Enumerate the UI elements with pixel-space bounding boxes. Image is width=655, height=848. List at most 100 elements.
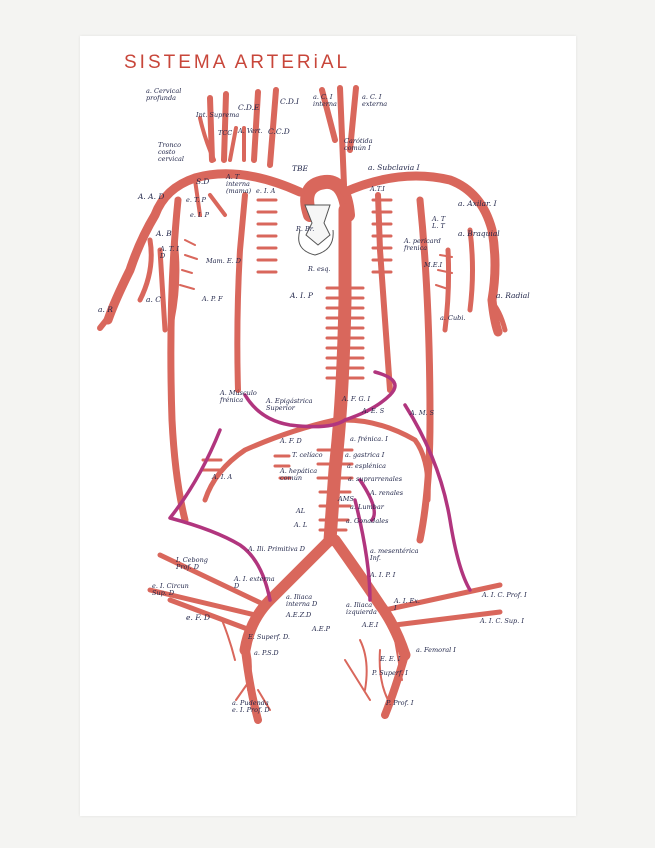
label-a-cervical-profunda: a. Cervical profunda [146, 87, 182, 102]
left-upper-branches [193, 178, 227, 217]
label-carotida-comun: Carótida común I [344, 137, 373, 152]
label-a-i-externa-d: A. I. externa D [234, 575, 275, 590]
diagram-title: SISTEMA ARTERiAL [124, 52, 351, 73]
label-a-iliaca-izquierda: a. Iliaca izquierda [346, 601, 377, 616]
label-afd: A. F. D [280, 437, 302, 445]
label-aezd: A.E.Z.D [286, 611, 312, 619]
label-a-mesenterica-inf: a. mesentérica Inf. [370, 547, 419, 562]
label-r-esq: R. esq. [308, 265, 331, 273]
right-leg-fine-branches [344, 639, 403, 701]
label-a-iliaca-interna-d: a. Iliaca interna D [286, 593, 318, 608]
heart-outline [298, 229, 334, 256]
right-abdominal-branch [342, 417, 431, 503]
label-eei: E. E. I [380, 655, 401, 663]
label-a-cubi: a. Cubi. [440, 314, 466, 322]
label-ati-d: A. T. I D [160, 245, 179, 260]
label-ar: a. R [98, 305, 113, 314]
right-femoral [381, 651, 409, 719]
intercostal-arteries-left [256, 198, 278, 274]
intercostal-arteries-right [371, 198, 393, 274]
right-circumflex-branches [382, 582, 503, 628]
label-at-interna: A. T interna (mama) [226, 173, 252, 195]
right-carotid [319, 85, 359, 188]
label-ac: a. C [146, 295, 161, 304]
heart-chamber [304, 204, 331, 246]
right-arm-fine-branches [435, 254, 453, 290]
label-e-i-circ-sup-d: e. I. Circun Sup. D [152, 582, 189, 597]
label-afgi: A. F. G. I [342, 395, 371, 403]
label-aie-i: A. I. Ex. I [394, 597, 421, 612]
label-a-hepatica-comun: A. hepática común [280, 467, 318, 482]
purple-vessel-right-long [403, 403, 472, 592]
label-t-celiaco: T. celíaco [292, 451, 323, 459]
label-aci-interna: a. C. I interna [313, 93, 337, 108]
label-a-gastrica-i: a. gastrica I [345, 451, 385, 459]
purple-vessel-left-arc [243, 393, 347, 429]
abdominal-side-branches [316, 448, 354, 532]
label-aad: A. A. D [138, 192, 165, 201]
label-cdi: C.D.I [280, 97, 299, 106]
label-ccd: C.C.D [268, 127, 290, 136]
label-aep: A.E.P [312, 625, 330, 633]
label-a-ili-primitiva-d: A. Ili. Primitiva D [248, 545, 306, 553]
left-carotid-vessels [207, 87, 279, 168]
label-al-1: AL [296, 507, 306, 515]
label-tcc: TCC [218, 129, 233, 137]
label-etp: e. T. P [186, 196, 206, 204]
label-cde: C.D.E [238, 103, 260, 112]
left-internal-thoracic [234, 192, 248, 393]
label-aic-prof-i: A. I. C. Prof. I [482, 591, 527, 599]
label-mam-ed: Mam. E. D [206, 257, 241, 265]
label-aipi: A. I. P. I [370, 571, 396, 579]
common-iliac-right [329, 534, 411, 661]
label-at-lt: A. T L. T [432, 215, 446, 230]
label-ams: AMS [338, 495, 354, 503]
label-a-vert: A. Vert. [238, 127, 263, 135]
label-ppi: P. Prof. I [386, 699, 414, 707]
right-internal-thoracic [375, 192, 393, 393]
left-leg-fine-branches [221, 619, 271, 711]
label-e-fd: e. F. D [186, 613, 211, 622]
label-ab: A. B [156, 229, 172, 238]
label-ams-upper: A. M. S [410, 409, 435, 417]
left-subclavian-branches [198, 116, 246, 162]
label-a-epigastrica-superior: A. Epigástrica Superior [266, 397, 313, 412]
left-femoral [241, 646, 262, 724]
label-int-suprema: Int. Suprema [196, 111, 240, 119]
label-aia: A. I. A [212, 473, 233, 481]
label-a-femoral-i: a. Femoral I [416, 646, 456, 654]
left-small-branches [201, 454, 292, 480]
purple-vessel-right-arc [343, 370, 397, 422]
right-forearm-arteries [442, 227, 508, 333]
left-hand-arteries [97, 315, 111, 331]
label-aic-sup-i: A. I. C. Sup. I [480, 617, 524, 625]
label-e-superf-d: E. Superf. D. [248, 633, 290, 641]
purple-vessel-bottom [353, 478, 376, 602]
label-a-frenica-i: a. frénica. I [350, 435, 388, 443]
purple-vessel-left-long [168, 428, 272, 602]
aortic-intercostals [325, 286, 365, 380]
label-a-esplenica: a. esplénica [347, 462, 387, 470]
label-aip: A. I. P [290, 291, 313, 300]
label-tbe: TBE [292, 164, 308, 173]
left-circumflex-branches [147, 552, 268, 633]
label-aes: A. E. S [362, 407, 385, 415]
label-aei: A.E.I [362, 621, 379, 629]
label-a-axilar: a. Axilar. I [458, 199, 497, 208]
label-a-renales: A. renales [370, 489, 404, 497]
label-a-subclavia: a. Subclavia I [368, 163, 420, 172]
label-a-lumbar: a. Lumbar [350, 503, 384, 511]
label-e-ia: e. I. A [256, 187, 276, 195]
label-sd: S.D [196, 177, 210, 186]
label-aci-externa: a. C. I externa [362, 93, 388, 108]
label-i-cebong-prof-d: I. Cebong Prof. D [176, 556, 208, 571]
label-atl: A.T.I [370, 185, 385, 193]
left-arm-fine-branches [179, 239, 198, 290]
label-apf: A. P. F [202, 295, 223, 303]
label-a-pericard: A. pericard frenica [404, 237, 441, 252]
label-a-radial: a. Radial [496, 291, 530, 300]
label-psd: a. P.S.D [254, 649, 279, 657]
label-tronco-costo-cervical: Tronco costo cervical [158, 141, 184, 163]
label-a-musculo-frenica: A. Músculo frénica [220, 389, 257, 404]
